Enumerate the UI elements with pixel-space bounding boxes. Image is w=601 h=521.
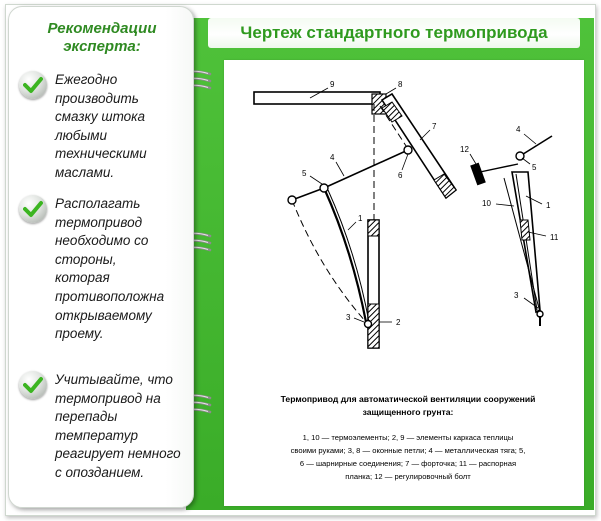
tip-line: техническими bbox=[55, 146, 147, 162]
tip-item: Располагать термопривод необходимо со ст… bbox=[19, 195, 191, 344]
leader-8 bbox=[385, 87, 397, 95]
tip-line: Ежегодно bbox=[55, 72, 118, 87]
number-labels: 9 8 7 4 6 5 1 3 2 4 12 5 1 10 11 3 bbox=[302, 80, 559, 327]
leader-4 bbox=[335, 161, 345, 177]
check-icon bbox=[19, 195, 47, 223]
dashed-line-b bbox=[379, 105, 411, 153]
caption-title-line-1: Термопривод для автоматической вентиляци… bbox=[281, 394, 536, 404]
label-r11: 11 bbox=[550, 233, 559, 242]
title-bar: Чертеж стандартного термопривода bbox=[208, 18, 580, 48]
tip-line: проему. bbox=[55, 326, 104, 342]
leader-5 bbox=[309, 175, 323, 185]
label-7: 7 bbox=[432, 122, 437, 131]
label-r1: 1 bbox=[546, 201, 551, 210]
label-r10: 10 bbox=[482, 199, 491, 208]
label-r5: 5 bbox=[532, 163, 537, 172]
right-assembly bbox=[469, 133, 553, 326]
bolt-12 bbox=[470, 162, 486, 186]
label-r4: 4 bbox=[516, 125, 521, 134]
window-7-top-hatch bbox=[381, 101, 403, 123]
leader-9 bbox=[309, 87, 329, 99]
leader-7 bbox=[419, 129, 431, 141]
tip-line: с опозданием. bbox=[55, 464, 145, 480]
tip-line: термопривод bbox=[55, 214, 143, 230]
label-6: 6 bbox=[398, 171, 403, 180]
sidebar-heading: Рекомендации эксперта: bbox=[47, 20, 157, 55]
joint-5 bbox=[319, 183, 329, 193]
tip-text: Ежегодно производить смазку штока любыми… bbox=[55, 71, 147, 183]
tip-line: Располагать bbox=[55, 196, 141, 211]
leader-1 bbox=[347, 221, 357, 231]
tip-line: Учитывайте, что bbox=[55, 372, 173, 387]
joint-6 bbox=[403, 145, 413, 155]
tip-line: необходимо со bbox=[55, 233, 149, 249]
label-r12: 12 bbox=[460, 145, 469, 154]
leader-6 bbox=[401, 153, 409, 171]
tip-line: перепады bbox=[55, 409, 118, 425]
post-2-hatch-top bbox=[367, 219, 380, 237]
leader-r11 bbox=[527, 231, 547, 237]
leader-r12 bbox=[469, 153, 477, 165]
tip-line: стороны, bbox=[55, 251, 117, 267]
label-8: 8 bbox=[398, 80, 403, 89]
label-4: 4 bbox=[330, 153, 335, 162]
outer-line bbox=[503, 177, 541, 313]
legend-line-1: 1, 10 — термоэлементы; 2, 9 — элементы к… bbox=[303, 433, 514, 442]
tip-line: термопривод на bbox=[55, 390, 161, 406]
label-r3: 3 bbox=[514, 291, 519, 300]
tip-line: производить bbox=[55, 90, 139, 106]
leader-r1 bbox=[525, 195, 543, 205]
legend-line-3: 6 — шарнирные соединения; 7 — форточка; … bbox=[300, 459, 516, 468]
label-9: 9 bbox=[330, 80, 335, 89]
tip-line: реагирует немного bbox=[55, 446, 181, 462]
dashed-arc bbox=[291, 199, 367, 323]
tip-item: Учитывайте, что термопривод на перепады … bbox=[19, 371, 191, 483]
thermo-drive-drawing: 9 8 7 4 6 5 1 3 2 4 12 5 1 10 11 3 Термо… bbox=[253, 80, 559, 481]
caption: Термопривод для автоматической вентиляци… bbox=[281, 394, 536, 481]
label-2: 2 bbox=[396, 318, 401, 327]
check-icon bbox=[19, 371, 47, 399]
label-1: 1 bbox=[358, 214, 363, 223]
label-5: 5 bbox=[302, 169, 307, 178]
joint-left-end bbox=[287, 195, 297, 205]
rod-4 bbox=[323, 149, 409, 189]
thermo-element-1-inner bbox=[327, 189, 370, 323]
rod-4-right bbox=[519, 135, 553, 157]
hinge-3 bbox=[363, 319, 373, 329]
tip-line: маслами. bbox=[55, 164, 115, 180]
tip-text: Учитывайте, что термопривод на перепады … bbox=[55, 371, 181, 483]
leader-r10 bbox=[495, 203, 515, 207]
label-3: 3 bbox=[346, 313, 351, 322]
tip-line: смазку штока bbox=[55, 109, 146, 125]
tip-text: Располагать термопривод необходимо со ст… bbox=[55, 195, 164, 344]
spacer-11 bbox=[519, 219, 531, 241]
check-icon bbox=[19, 71, 47, 99]
tip-line: температур bbox=[55, 427, 139, 443]
tip-line: противоположна bbox=[55, 288, 165, 304]
tip-line: любыми bbox=[55, 127, 108, 143]
drawing-area: 9 8 7 4 6 5 1 3 2 4 12 5 1 10 11 3 Термо… bbox=[224, 60, 584, 506]
page-title: Чертеж стандартного термопривода bbox=[240, 23, 548, 42]
window-7-hatch bbox=[433, 173, 457, 199]
expert-sidebar: Рекомендации эксперта: Ежегодно производ… bbox=[8, 6, 194, 508]
legend-line-2: своими руками; 3, 8 — оконные петли; 4 —… bbox=[291, 446, 526, 455]
leader-3 bbox=[353, 317, 365, 323]
leader-r5 bbox=[521, 157, 531, 165]
tip-line: которая bbox=[55, 270, 110, 286]
leader-r4 bbox=[523, 133, 537, 145]
thermo-element-1 bbox=[322, 187, 368, 323]
leader-r3 bbox=[523, 297, 539, 309]
legend-line-4: планка; 12 — регулировочный болт bbox=[345, 472, 471, 481]
caption-title-line-2: защищенного грунта: bbox=[363, 407, 454, 417]
bolt-12-stem bbox=[479, 163, 519, 173]
tip-item: Ежегодно производить смазку штока любыми… bbox=[19, 71, 191, 183]
rod-4-tail bbox=[291, 187, 325, 201]
left-assembly bbox=[253, 87, 458, 349]
tip-line: открываемому bbox=[55, 307, 152, 323]
